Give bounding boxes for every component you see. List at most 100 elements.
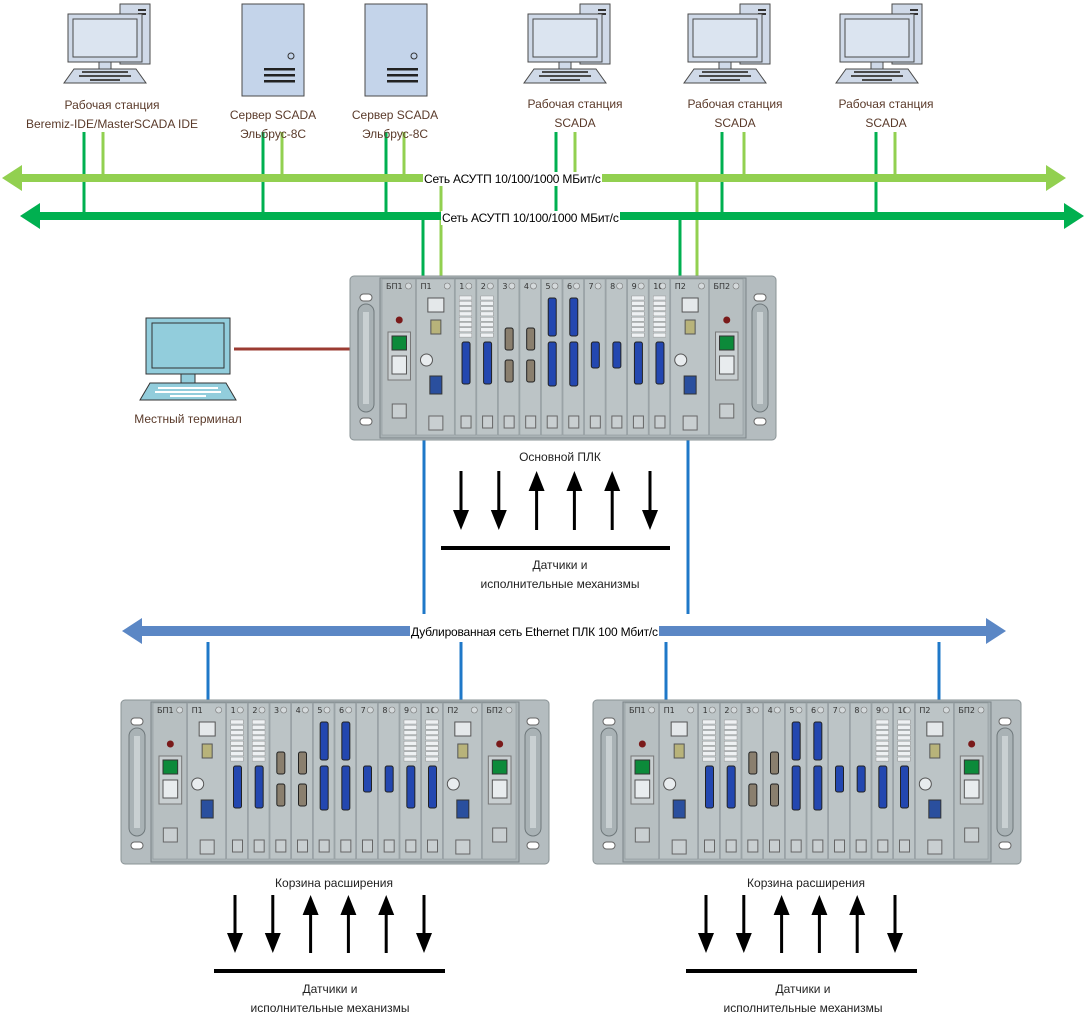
slot-number: 1 (703, 706, 708, 715)
channel-indicator (897, 730, 911, 735)
rack-slot-10: 10 (421, 702, 443, 860)
channel-indicator (631, 317, 645, 322)
slot-screw (616, 282, 623, 290)
slot-port (253, 839, 265, 853)
channel-indicator (652, 306, 666, 311)
slot-port (391, 403, 407, 419)
channel-indicator (652, 322, 666, 327)
slot-screw (551, 282, 559, 290)
slot-screw (323, 706, 331, 714)
slot-screw (505, 706, 513, 714)
rack-handle-grip (1002, 736, 1008, 828)
slot-number: 8 (382, 706, 387, 715)
arrow-down-head (453, 510, 469, 530)
rotary-switch (663, 777, 677, 791)
db-connector (813, 721, 823, 761)
channel-indicator (724, 746, 738, 751)
channel-indicator (459, 322, 473, 327)
ethernet-port (454, 721, 472, 737)
channel-indicator (230, 746, 244, 751)
slot-port (682, 415, 698, 431)
channel-indicator (631, 306, 645, 311)
slot-port (232, 839, 243, 853)
slot-port (318, 839, 330, 853)
server-label-line1: Сервер SCADA (229, 108, 317, 122)
db-connector (319, 765, 329, 811)
channel-indicator (875, 725, 889, 730)
slot-panel (498, 278, 520, 436)
slot-screw (659, 282, 667, 290)
db-connector (233, 765, 242, 809)
slot-number: 9 (876, 706, 881, 715)
db-connector (298, 783, 307, 807)
db-connector (547, 341, 557, 387)
channel-indicator (702, 730, 716, 735)
workstation-label-line1: Рабочая станция (64, 98, 160, 112)
channel-indicator (403, 719, 417, 725)
ethernet-port (681, 297, 699, 313)
channel-indicator (459, 306, 473, 311)
slot-screw (687, 706, 694, 714)
channel-indicator (252, 725, 266, 730)
slot-screw (573, 282, 580, 290)
slot-screw (774, 706, 781, 714)
channel-indicator (459, 317, 473, 322)
slot-port (428, 415, 444, 431)
db-connector (341, 765, 351, 811)
slot-number: БП2 (958, 706, 975, 715)
expansion-rack-label: Корзина расширения (747, 876, 865, 890)
slot-port (455, 839, 471, 855)
slot-number: 3 (274, 706, 279, 715)
rack-slot-4: 4 (763, 702, 785, 860)
slot-port (899, 839, 910, 853)
slot-number: 2 (724, 706, 729, 715)
slot-screw (709, 706, 716, 714)
channel-indicator (652, 317, 666, 322)
slot-number: БП2 (486, 706, 503, 715)
workstation-label-line1: Рабочая станция (687, 97, 783, 111)
rack-slot-6: 6 (334, 702, 356, 860)
channel-indicator (631, 322, 645, 327)
main-plc-io-label: Датчики и исполнительные механизмы (455, 556, 665, 594)
arrow-up-head (849, 895, 866, 915)
channel-indicator (252, 719, 266, 725)
power-led (166, 740, 174, 748)
db-connector (406, 765, 416, 809)
channel-indicator (230, 735, 244, 741)
channel-indicator (631, 295, 645, 301)
slot-screw (977, 706, 985, 714)
slot-number: 6 (811, 706, 816, 715)
channel-indicator (897, 725, 911, 730)
slot-screw (443, 282, 451, 290)
power-switch (719, 335, 735, 351)
rack-slot-БП2: БП2 (482, 702, 517, 860)
main-plc-label: Основной ПЛК (519, 450, 601, 464)
slot-panel (269, 702, 291, 860)
arrow-up-head (773, 895, 790, 915)
power-led (968, 740, 976, 748)
channel-indicator (425, 751, 439, 756)
channel-indicator (459, 295, 473, 301)
rack-handle-grip (606, 736, 612, 828)
channel-indicator (652, 311, 666, 317)
power-switch (391, 335, 407, 351)
slot-number: 5 (789, 706, 794, 715)
channel-indicator (459, 311, 473, 317)
db-connector (298, 751, 307, 775)
power-switch (491, 759, 508, 775)
rack-slot-3: 3 (269, 702, 291, 860)
slot-screw (487, 282, 494, 290)
workstation-label: Рабочая станция SCADA (665, 95, 805, 133)
rack-slot-П1: П1 (659, 702, 698, 860)
workstation-graphic (63, 3, 151, 84)
com-port (683, 375, 697, 395)
rotary-switch (446, 777, 460, 791)
power-socket (391, 355, 407, 375)
slot-port (460, 415, 472, 429)
slot-port (704, 839, 715, 853)
ethernet-port (926, 721, 944, 737)
db-connector (791, 765, 801, 811)
slot-number: П2 (447, 706, 458, 715)
channel-indicator (425, 730, 439, 735)
slot-port (632, 415, 644, 429)
